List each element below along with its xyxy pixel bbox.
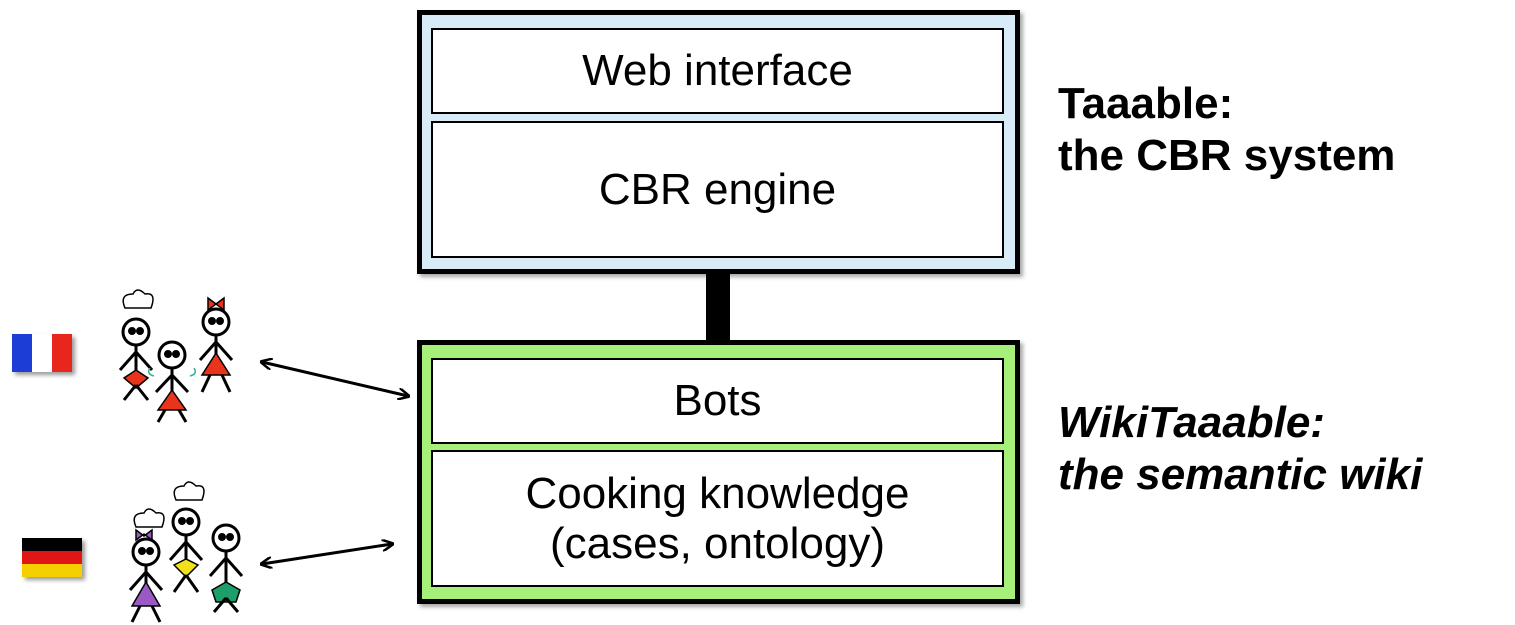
german-arrow	[262, 544, 392, 564]
web-interface-label: Web interface	[582, 46, 853, 95]
bots-label: Bots	[673, 376, 762, 425]
web-interface-box: Web interface	[431, 28, 1004, 114]
cbr-engine-label: CBR engine	[598, 164, 837, 214]
wiki-caption-line2: the semantic wiki	[1058, 450, 1423, 499]
cbr-system-caption: Taaable: the CBR system	[1058, 78, 1395, 182]
cooking-knowledge-line2: (cases, ontology)	[549, 518, 886, 568]
cbr-caption-line2: the CBR system	[1058, 131, 1396, 180]
cooking-knowledge-box: Cooking knowledge (cases, ontology)	[431, 450, 1004, 587]
french-cooks-icon	[118, 289, 234, 423]
cbr-engine-box: CBR engine	[431, 121, 1004, 258]
german-cooks-icon	[128, 481, 244, 623]
cbr-caption-line1: Taaable:	[1058, 79, 1234, 128]
wiki-caption-line1: WikiTaaable:	[1058, 398, 1325, 447]
semantic-wiki-caption: WikiTaaable: the semantic wiki	[1058, 397, 1422, 501]
french-arrow	[262, 362, 408, 396]
france-flag-icon	[12, 334, 72, 372]
cooking-knowledge-line1: Cooking knowledge	[525, 468, 910, 518]
system-connector	[706, 274, 730, 342]
bots-box: Bots	[431, 358, 1004, 444]
germany-flag-icon	[22, 538, 82, 577]
